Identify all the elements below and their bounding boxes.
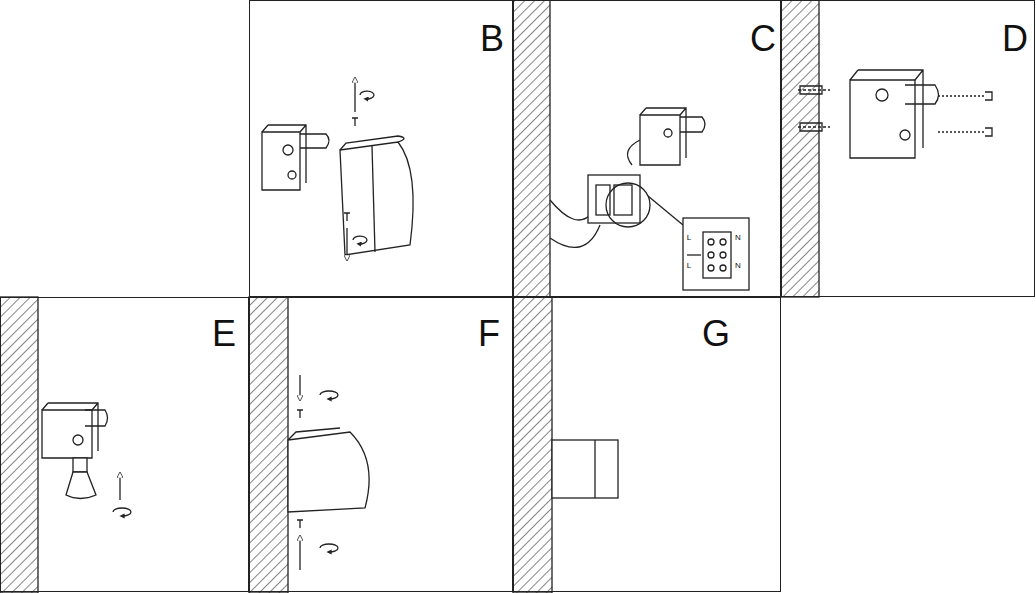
screw	[985, 92, 992, 136]
step-panel: C	[513, 0, 781, 297]
lamp-housing	[340, 136, 413, 255]
wall	[781, 0, 819, 297]
step-letter: F	[478, 316, 500, 352]
junction-box	[588, 175, 640, 223]
step-panel: F	[249, 297, 513, 592]
direction-arrow	[299, 538, 300, 570]
rotate-symbol	[320, 391, 338, 399]
direction-arrow	[299, 375, 300, 398]
step-letter: E	[212, 316, 236, 352]
wall	[0, 297, 38, 593]
step-letter: C	[750, 21, 776, 57]
rotate-symbol	[360, 91, 374, 99]
step-panel: B	[249, 0, 513, 297]
step-panel: G	[513, 297, 781, 592]
wall	[513, 0, 550, 297]
mounting-bracket	[850, 70, 939, 158]
terminal-label: L	[686, 234, 692, 242]
rotate-symbol	[113, 508, 131, 516]
mounting-bracket	[262, 125, 329, 190]
zoom-line	[648, 196, 683, 225]
screw	[297, 520, 303, 528]
mounted-lamp	[552, 440, 618, 498]
direction-arrow	[346, 228, 347, 258]
screw	[297, 410, 303, 418]
step-panel: E	[0, 297, 249, 592]
zoom-circle	[606, 183, 650, 227]
step-letter: D	[1002, 21, 1028, 57]
step-letter: G	[702, 316, 730, 352]
screw	[352, 118, 358, 126]
wall-plug	[798, 90, 830, 127]
rotate-symbol	[320, 544, 338, 552]
wall	[249, 297, 288, 593]
mounting-bracket	[640, 108, 705, 165]
rotate-symbol	[353, 236, 367, 244]
step-letter: B	[480, 21, 504, 57]
terminal-label: N	[734, 262, 742, 270]
direction-arrow	[354, 80, 355, 112]
terminal-label: N	[734, 234, 742, 242]
terminal-label: L	[686, 262, 692, 270]
screw	[344, 213, 350, 221]
wall-plug	[800, 86, 822, 131]
wall	[513, 297, 552, 593]
step-panel: D	[781, 0, 1035, 297]
light-bulb	[66, 458, 96, 499]
screw	[938, 96, 985, 132]
cable	[628, 140, 641, 165]
terminal-block-detail	[683, 218, 749, 290]
lamp-housing	[288, 428, 369, 512]
direction-arrow	[119, 475, 120, 500]
mounting-bracket	[42, 403, 108, 458]
